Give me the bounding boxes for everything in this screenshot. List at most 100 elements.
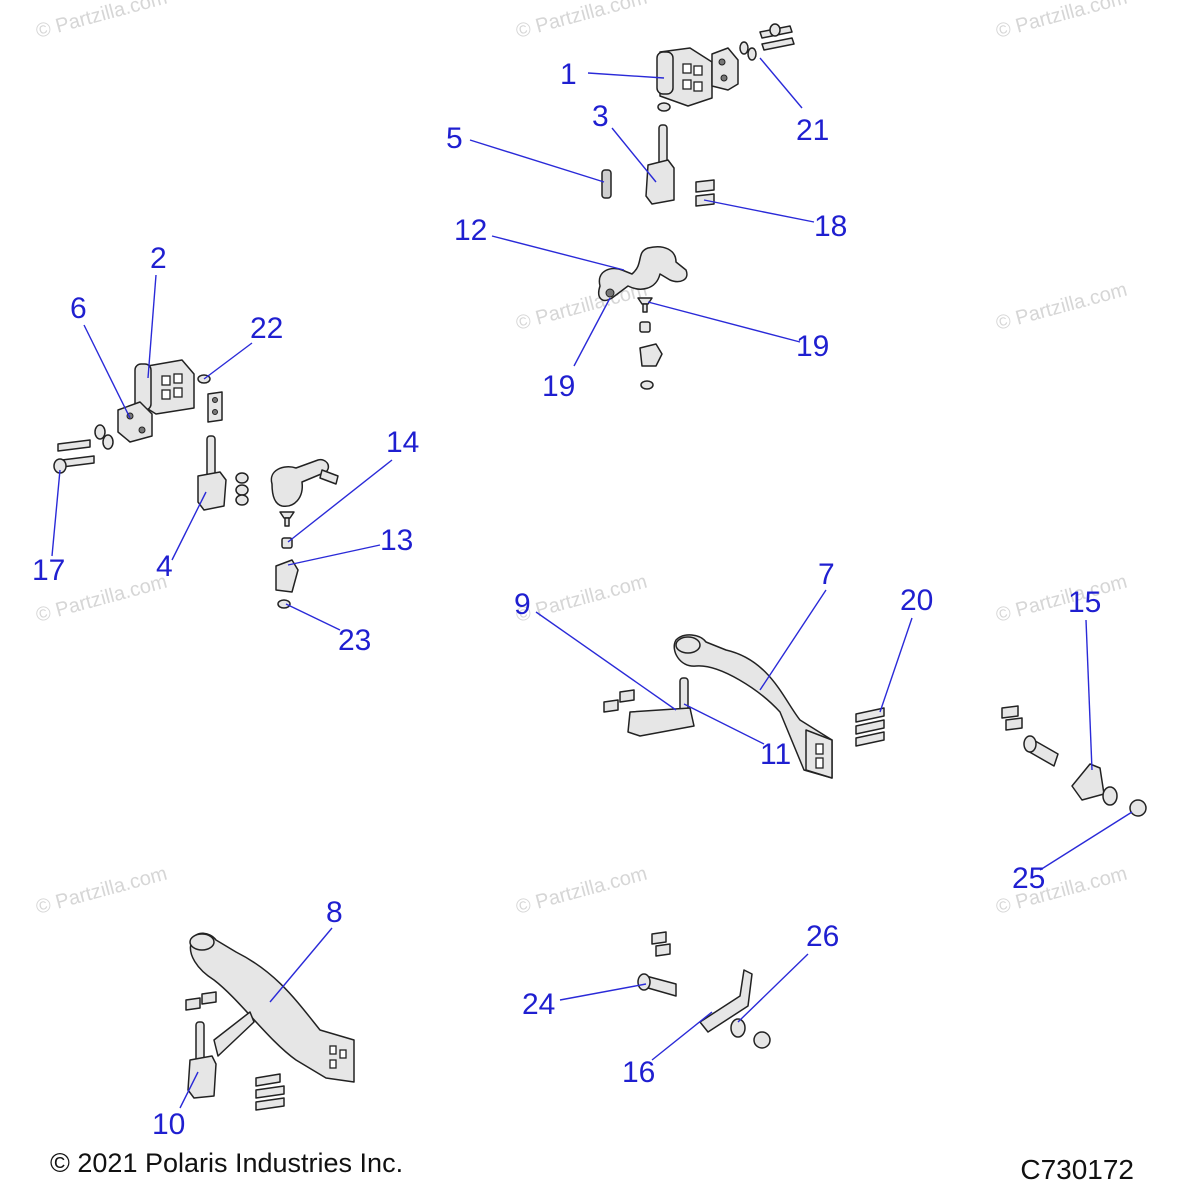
- watermark: © Partzilla.com: [514, 863, 650, 919]
- backing-plate: [117, 401, 153, 443]
- leader-line: [469, 139, 605, 183]
- striker-pin: [645, 975, 677, 997]
- bolt: [603, 699, 619, 713]
- striker-bracket: [1071, 763, 1105, 801]
- leader-line: [759, 57, 803, 109]
- hinge-knuckle: [656, 51, 674, 95]
- bolt: [1001, 705, 1019, 719]
- bolt: [255, 1097, 285, 1111]
- washer: [94, 424, 106, 440]
- callout-14: 14: [386, 426, 419, 459]
- hinge-plate: [213, 1011, 255, 1057]
- screw: [279, 511, 295, 519]
- callout-12: 12: [454, 214, 487, 247]
- plate-hole: [718, 58, 726, 66]
- callout-11: 11: [760, 738, 791, 771]
- callout-10: 10: [152, 1108, 185, 1141]
- leader-line: [269, 927, 333, 1003]
- callout-24: 24: [522, 988, 555, 1021]
- bolt: [201, 991, 217, 1005]
- diagram-code: C730172: [1020, 1154, 1134, 1185]
- callout-19: 19: [542, 370, 575, 403]
- watermark: © Partzilla.com: [994, 279, 1130, 335]
- callout-7: 7: [818, 558, 835, 591]
- bolt: [855, 719, 885, 735]
- watermark: © Partzilla.com: [34, 863, 170, 919]
- callout-18: 18: [814, 210, 847, 243]
- striker-bracket: [699, 969, 753, 1033]
- striker-assembly-right: [1001, 705, 1147, 817]
- spacer-block: [207, 391, 223, 423]
- callout-6: 6: [70, 292, 87, 325]
- leader-line: [51, 469, 61, 557]
- nut: [640, 380, 654, 390]
- leader-line: [573, 297, 611, 367]
- arm-slot: [329, 1059, 337, 1069]
- callout-8: 8: [326, 896, 343, 929]
- leader-line: [147, 274, 157, 379]
- striker-pin-head: [1023, 735, 1037, 753]
- callout-22: 22: [250, 312, 283, 345]
- watermark: © Partzilla.com: [514, 571, 650, 627]
- watermark: © Partzilla.com: [994, 571, 1130, 627]
- hinge-slot: [693, 81, 703, 92]
- arm-slot: [815, 757, 824, 769]
- plate-hole: [138, 426, 146, 434]
- leader-line: [83, 324, 131, 419]
- washer: [747, 47, 757, 61]
- nut: [235, 472, 249, 484]
- latch-screw: [319, 469, 339, 485]
- bracket: [275, 559, 299, 593]
- watermark: © Partzilla.com: [34, 0, 170, 43]
- leader-line: [287, 544, 381, 566]
- leader-line: [287, 459, 393, 543]
- hinge-slot: [161, 375, 171, 386]
- washer: [1102, 786, 1118, 806]
- bolt: [255, 1073, 281, 1087]
- bolt: [57, 439, 91, 452]
- callout-20: 20: [900, 584, 933, 617]
- bolt: [855, 731, 885, 747]
- arm-pivot: [675, 636, 701, 654]
- bolt: [761, 37, 795, 51]
- leader-line: [559, 983, 647, 1001]
- callout-3: 3: [592, 100, 609, 133]
- callout-4: 4: [156, 550, 173, 583]
- washer: [730, 1018, 746, 1038]
- nut: [235, 494, 249, 506]
- arm-slot: [329, 1045, 337, 1055]
- callout-21: 21: [796, 114, 829, 147]
- bolt: [61, 455, 95, 468]
- bolt: [695, 179, 715, 193]
- leader-line: [203, 342, 253, 380]
- watermark-layer: © Partzilla.com © Partzilla.com © Partzi…: [34, 0, 1130, 919]
- bolt-head: [769, 23, 781, 37]
- callout-16: 16: [622, 1056, 655, 1089]
- hinge-slot: [693, 65, 703, 76]
- bolt: [185, 997, 201, 1011]
- leader-line: [879, 617, 913, 713]
- nut: [235, 484, 249, 496]
- leader-line: [651, 1011, 713, 1061]
- copyright-notice: © 2021 Polaris Industries Inc.: [50, 1148, 404, 1178]
- bolt: [651, 931, 667, 945]
- nut: [277, 599, 291, 609]
- leader-line: [703, 199, 815, 223]
- leader-line: [1085, 619, 1093, 771]
- callout-25: 25: [1012, 862, 1045, 895]
- hinge-bracket: [645, 159, 675, 205]
- spacer: [639, 321, 651, 333]
- hinge-assembly-left: [53, 359, 339, 609]
- leader-line: [647, 301, 801, 343]
- callout-1: 1: [560, 58, 577, 91]
- screw-shank: [642, 303, 648, 313]
- arm-slot: [339, 1049, 347, 1059]
- plate-hole: [720, 74, 728, 82]
- callout-19: 19: [796, 330, 829, 363]
- striker: [598, 246, 688, 302]
- door-arm: [189, 932, 355, 1083]
- nut: [1129, 799, 1147, 817]
- hinge-slot: [682, 63, 692, 74]
- leader-line: [737, 953, 809, 1023]
